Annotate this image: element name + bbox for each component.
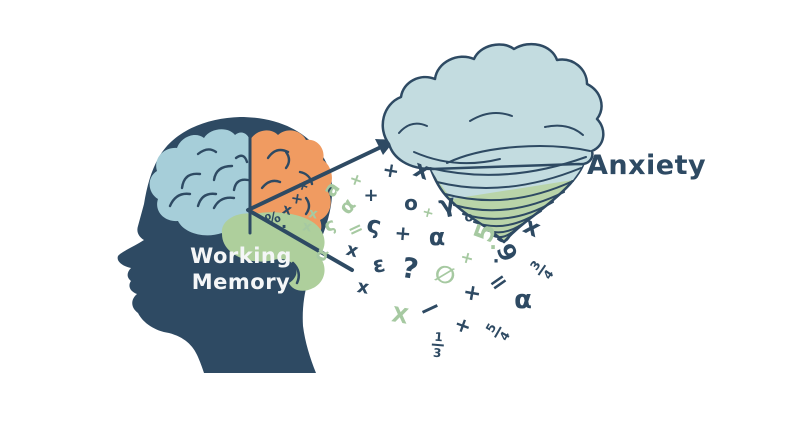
math-symbol: + [380,156,402,184]
math-symbol: α [514,285,532,315]
working-memory-label: Working Memory [163,243,319,295]
math-symbol: · [489,235,497,259]
anxiety-label: Anxiety [587,150,707,181]
math-symbol: + [460,279,484,308]
cloud-inner-lines [398,111,591,165]
tornado-cloud-icon [381,42,605,171]
cerebellum-curl-line [291,261,301,285]
math-symbol: o [404,191,418,215]
thought-beam-lines [246,146,381,272]
funnel-swirl-lines [429,156,587,243]
math-symbol: o [464,210,474,226]
math-symbol: · [492,251,500,272]
math-symbol: α [428,223,446,251]
working-memory-label-line1: Working [190,244,292,268]
brain-gyri-lines-right [260,148,314,216]
math-symbol: + [393,220,413,246]
brain-gyri-lines-left [168,148,250,210]
math-symbol: · [280,217,288,236]
brain-left-lobe-icon [149,129,250,236]
working-memory-label-line2: Memory [191,270,291,294]
math-symbol: + [363,185,379,206]
